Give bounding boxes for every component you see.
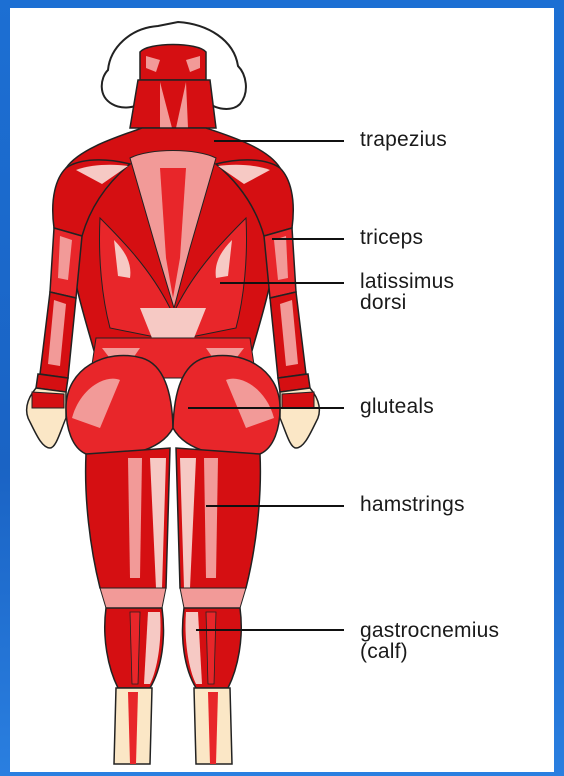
label-latissimus-line1: latissimus (360, 271, 454, 292)
label-trapezius-line1: trapezius (360, 129, 447, 150)
label-hamstrings-line1: hamstrings (360, 494, 465, 515)
neck (130, 80, 216, 128)
label-trapezius: trapezius (360, 129, 447, 150)
label-gastrocnemius-line1: gastrocnemius (360, 620, 499, 641)
label-gastrocnemius-line2: (calf) (360, 641, 499, 662)
label-triceps: triceps (360, 227, 423, 248)
label-triceps-line1: triceps (360, 227, 423, 248)
diagram-panel: trapezius triceps latissimus dorsi glute… (10, 8, 554, 772)
label-gluteals-line1: gluteals (360, 396, 434, 417)
label-gluteals: gluteals (360, 396, 434, 417)
label-latissimus-dorsi: latissimus dorsi (360, 271, 454, 313)
label-latissimus-line2: dorsi (360, 292, 454, 313)
label-hamstrings: hamstrings (360, 494, 465, 515)
label-gastrocnemius: gastrocnemius (calf) (360, 620, 499, 662)
